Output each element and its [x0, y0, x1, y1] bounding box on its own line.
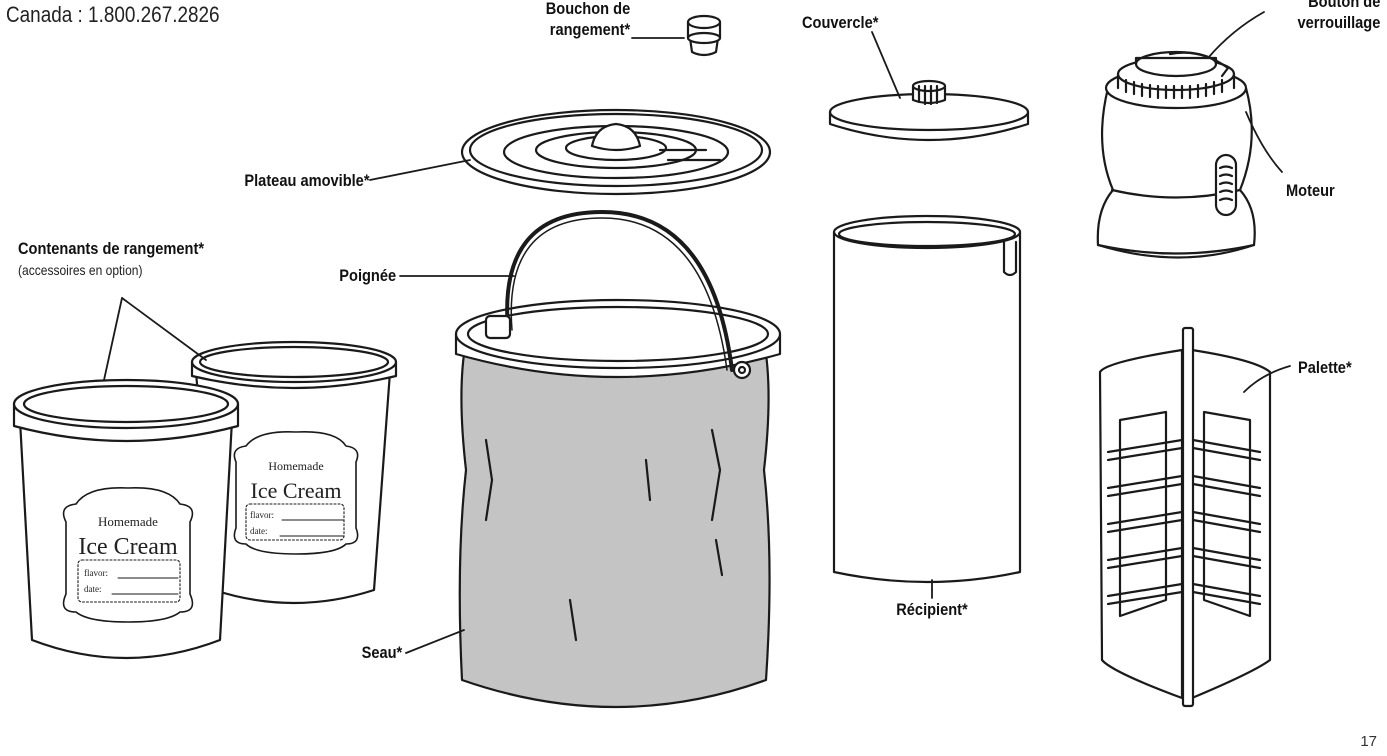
label-palette: Palette*	[1298, 358, 1352, 377]
front-container-date-text: date:	[84, 584, 102, 594]
back-container-icecream-text: Ice Cream	[251, 478, 342, 503]
label-bouchon-line1: Bouchon de	[545, 0, 630, 18]
label-poignee: Poignée	[339, 266, 396, 285]
front-container-icecream-text: Ice Cream	[78, 534, 178, 560]
removable-tray-illustration	[460, 108, 772, 196]
back-container-homemade-text: Homemade	[268, 459, 323, 473]
leader-lines	[103, 11, 1291, 654]
label-moteur: Moteur	[1286, 181, 1335, 200]
storage-plug-illustration	[686, 14, 722, 57]
label-contenants-de-rangement: Contenants de rangement*	[18, 239, 205, 258]
front-container-flavor-text: flavor:	[84, 568, 108, 578]
label-plateau-amovible: Plateau amovible*	[244, 171, 370, 190]
bucket-illustration	[454, 210, 782, 709]
container-illustration	[832, 214, 1022, 584]
label-seau: Seau*	[361, 643, 402, 662]
paddle-illustration	[1098, 326, 1272, 708]
label-couvercle: Couvercle*	[802, 13, 879, 32]
label-bouton-line1: Bouton de	[1307, 0, 1380, 11]
storage-container-back	[190, 340, 398, 605]
label-bouchon-line2: rangement*	[549, 20, 630, 39]
label-bouchon-de-rangement: Bouchon de rangement*	[546, 0, 630, 40]
storage-container-front	[12, 378, 240, 660]
label-bouton-de-verrouillage: Bouton de verrouillage	[1297, 0, 1380, 33]
front-container-homemade-text: Homemade	[98, 514, 158, 529]
page-number: 17	[1360, 733, 1377, 750]
back-container-flavor-text: flavor:	[250, 510, 274, 520]
label-accessoires-en-option: (accessoires en option)	[18, 262, 143, 278]
canada-phone-text: Canada : 1.800.267.2826	[6, 2, 220, 27]
back-container-date-text: date:	[250, 526, 268, 536]
label-bouton-line2: verrouillage	[1297, 13, 1380, 32]
label-recipient: Récipient*	[896, 600, 968, 619]
cover-illustration	[828, 79, 1030, 142]
motor-illustration	[1096, 50, 1256, 259]
